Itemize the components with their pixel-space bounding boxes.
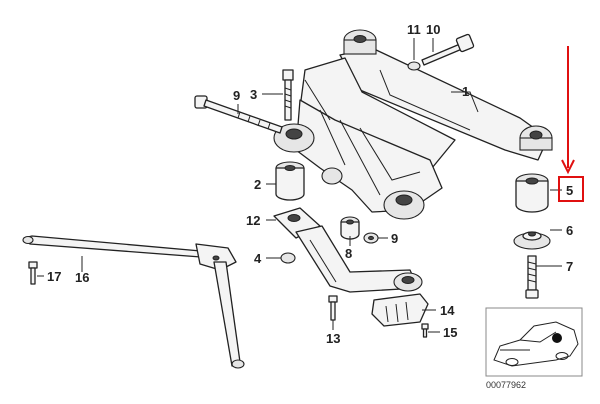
callout-10: 10 <box>426 22 440 37</box>
bolt-9-upper <box>194 95 283 134</box>
highlight-box <box>558 176 584 202</box>
callout-13: 13 <box>326 331 340 346</box>
highlight-arrowhead <box>561 159 575 175</box>
callout-15: 15 <box>443 325 457 340</box>
callout-2: 2 <box>254 177 261 192</box>
washer-11 <box>407 61 421 71</box>
callout-labels: 1 2 3 4 5 6 7 8 9 9 10 11 12 13 14 15 16… <box>47 22 573 346</box>
callout-4: 4 <box>254 251 262 266</box>
bolt-3 <box>282 69 294 121</box>
callout-6: 6 <box>566 223 573 238</box>
rubber-mount-5 <box>515 173 549 213</box>
callout-12: 12 <box>246 213 260 228</box>
bolt-13 <box>328 295 338 321</box>
bolt-17 <box>28 261 38 285</box>
reference-number: 00077962 <box>486 380 526 390</box>
washer-9-hole <box>368 235 374 241</box>
callout-8: 8 <box>345 246 352 261</box>
rear-axle-carrier <box>273 29 553 220</box>
callout-17: 17 <box>47 269 61 284</box>
callout-5: 5 <box>566 183 573 198</box>
location-dot <box>552 333 562 343</box>
stop-plate-6 <box>513 231 551 250</box>
rubber-mount-2 <box>275 161 305 201</box>
highlight-marker <box>558 46 584 202</box>
car-location-inset <box>485 307 583 377</box>
callout-7: 7 <box>566 259 573 274</box>
callout-14: 14 <box>440 303 455 318</box>
callout-9-lower: 9 <box>391 231 398 246</box>
bracket-arm <box>295 225 423 293</box>
bolt-10 <box>421 33 475 66</box>
strut-brace-16 <box>22 235 245 369</box>
cover-14 <box>371 293 429 327</box>
callout-11: 11 <box>407 22 421 37</box>
bolt-7 <box>525 255 539 299</box>
nut-4 <box>280 252 296 264</box>
callout-16: 16 <box>75 270 89 285</box>
callout-9-upper: 9 <box>233 88 240 103</box>
callout-3: 3 <box>250 87 257 102</box>
callout-1: 1 <box>462 84 469 99</box>
bolt-15 <box>421 323 429 338</box>
bushing-8 <box>340 216 360 240</box>
leader-lines <box>37 38 562 333</box>
